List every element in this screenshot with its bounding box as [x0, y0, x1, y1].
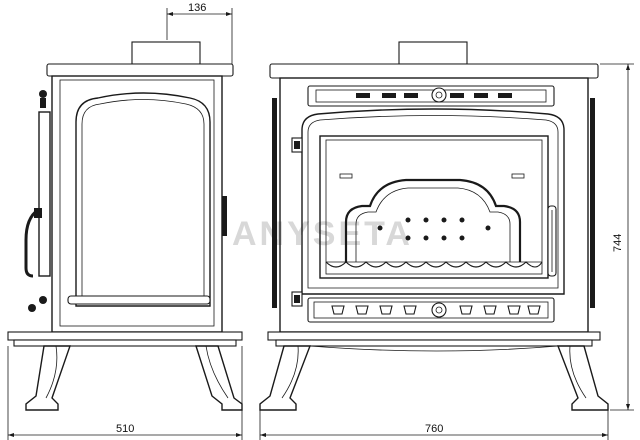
top-vent-slot — [498, 93, 512, 98]
front-top-air-inner — [315, 89, 547, 103]
bottom-vent-slot — [459, 305, 473, 315]
side-flue-collar — [131, 41, 201, 65]
front-door-frame — [301, 108, 565, 295]
front-flue-collar — [398, 41, 468, 65]
grate-hole — [423, 235, 429, 241]
side-arched-panel-inner — [81, 99, 205, 301]
depth-arrow-left — [8, 433, 14, 437]
grate-hole — [485, 225, 491, 231]
top-vent-slot — [450, 93, 464, 98]
grate-hole — [423, 217, 429, 223]
side-leg-back — [195, 345, 243, 411]
depth-arrow-right — [236, 433, 242, 437]
front-right-side-edge — [590, 98, 595, 308]
side-knob-top — [39, 90, 47, 98]
flue-offset-arrow-right — [226, 12, 232, 16]
brick-clip-left — [339, 173, 353, 179]
height-label: 744 — [612, 234, 624, 252]
side-back-bracket — [222, 196, 227, 236]
bottom-vent-slot — [507, 305, 521, 315]
grate-hole — [459, 235, 465, 241]
top-vent-slots — [356, 93, 512, 98]
bottom-air-control-knob-center — [435, 306, 443, 314]
side-arched-panel — [75, 92, 211, 307]
side-handle-mount — [34, 208, 42, 218]
watermark-text: ANYSETA — [232, 215, 413, 253]
top-vent-slot — [382, 93, 396, 98]
side-top-plate — [46, 63, 234, 77]
bottom-vent-slot — [403, 305, 417, 315]
flue-offset-arrow-left — [167, 12, 173, 16]
side-knob-top-stem — [40, 98, 46, 108]
front-door-frame-inner — [307, 115, 559, 289]
grate-arch-inner — [355, 187, 511, 262]
side-leg-back-curve — [205, 345, 229, 399]
front-base-skirt — [275, 339, 593, 347]
side-view — [7, 41, 243, 411]
side-body-inner — [59, 79, 215, 327]
front-apron-curve — [309, 345, 559, 352]
front-glass-window-inner — [325, 139, 543, 275]
front-left-side-edge — [272, 98, 277, 308]
bottom-air-control-knob — [431, 302, 447, 318]
height-arrow-top — [626, 64, 630, 70]
side-leg-front — [25, 345, 71, 411]
front-view — [259, 41, 609, 411]
height-arrow-bottom — [626, 404, 630, 410]
grate-holes — [377, 217, 491, 241]
front-top-air-bar — [307, 85, 555, 107]
side-bottom-rail — [67, 295, 211, 305]
dimension-height: 744 — [600, 63, 634, 411]
side-door-edge — [38, 111, 51, 277]
grate-hole — [459, 217, 465, 223]
grate-hole — [441, 235, 447, 241]
dimension-width: 760 — [259, 410, 609, 440]
bottom-vent-slot — [527, 305, 541, 315]
width-label: 760 — [425, 423, 443, 435]
side-knob-bottom-right — [39, 296, 47, 304]
bottom-vent-slot — [355, 305, 369, 315]
top-vent-slot — [404, 93, 418, 98]
width-arrow-left — [260, 433, 266, 437]
grate-hole — [377, 225, 383, 231]
front-leg-right — [556, 345, 609, 411]
bottom-vent-slot — [331, 305, 345, 315]
side-base-skirt — [13, 339, 237, 347]
width-arrow-right — [602, 433, 608, 437]
bottom-vent-slot — [483, 305, 497, 315]
side-leg-front-curve — [45, 345, 58, 399]
grate-arch-outer — [344, 178, 522, 262]
depth-label: 510 — [116, 423, 134, 435]
log-grate-scallops — [325, 261, 543, 268]
front-leg-left-curve — [281, 345, 299, 399]
top-vent-slot — [356, 93, 370, 98]
flue-offset-label: 136 — [188, 2, 206, 14]
front-top-plate — [269, 63, 599, 79]
front-lower-hinge-pin — [294, 295, 300, 303]
grate-hole — [405, 217, 411, 223]
top-air-control-knob — [431, 87, 447, 103]
front-bottom-air-inner — [313, 301, 549, 319]
front-leg-right-curve — [569, 345, 587, 399]
dimension-depth: 510 — [7, 346, 243, 440]
front-base-plate — [267, 331, 601, 341]
brick-clip-right — [511, 173, 525, 179]
side-door-handle — [24, 208, 39, 278]
grate-hole — [405, 235, 411, 241]
top-vent-slot — [474, 93, 488, 98]
front-upper-hinge-pin — [294, 141, 300, 149]
dimension-flue-offset: 136 — [166, 2, 233, 64]
front-leg-left — [259, 345, 312, 411]
side-base-plate — [7, 331, 243, 341]
side-knob-bottom — [28, 304, 36, 312]
bottom-vent-slots — [331, 305, 541, 315]
bottom-vent-slot — [379, 305, 393, 315]
grate-hole — [441, 217, 447, 223]
front-bottom-air-bar — [307, 297, 555, 323]
top-air-control-knob-center — [435, 91, 443, 99]
